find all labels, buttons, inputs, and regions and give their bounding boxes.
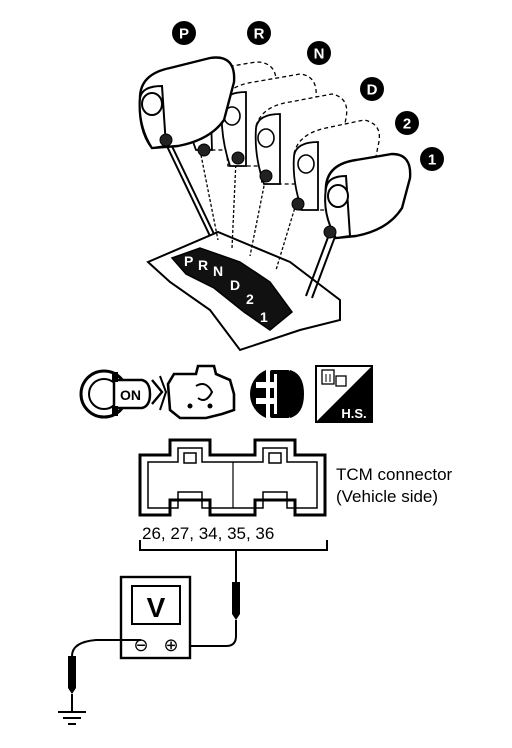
gate-letter-1: 1 (260, 309, 268, 325)
positive-probe (232, 582, 240, 620)
gate-letter-r: R (198, 257, 208, 273)
shift-position-2: 2 (403, 116, 411, 133)
shift-position-1: 1 (428, 152, 436, 169)
shift-position-markers: P R N D 2 1 (172, 21, 444, 171)
terminal-numbers: 26, 27, 34, 35, 36 (142, 524, 274, 543)
tcm-connector (138, 438, 327, 517)
ignition-on-label: ON (120, 387, 141, 403)
voltmeter-plus-terminal: ⊕ (163, 635, 178, 656)
terminal-bracket (139, 540, 328, 551)
voltmeter-unit: V (147, 592, 166, 623)
ground-symbol (58, 711, 86, 725)
gate-letter-n: N (213, 263, 223, 279)
shift-position-r: R (254, 26, 265, 43)
tcm-connector-subtitle: (Vehicle side) (336, 487, 438, 506)
gate-letter-p: P (184, 253, 193, 269)
ignition-key-icon: ON (79, 369, 152, 419)
voltmeter-display (131, 585, 181, 625)
harness-side-icon: H.S. (315, 365, 373, 423)
disconnected-connector-icon (250, 370, 304, 418)
engine-stopped-icon (151, 364, 236, 420)
gate-indicator-strip (170, 247, 294, 331)
shift-lever-assembly: P R N D 2 1 (138, 21, 444, 352)
shift-position-p: P (179, 26, 189, 43)
negative-probe (68, 656, 76, 694)
tcm-connector-title: TCM connector (336, 465, 453, 484)
gate-letter-2: 2 (246, 291, 254, 307)
shift-position-n: N (314, 46, 325, 63)
harness-side-label: H.S. (341, 406, 366, 421)
shift-position-d: D (367, 82, 378, 99)
voltmeter-minus-terminal: ⊖ (133, 635, 148, 656)
gate-letter-d: D (230, 277, 240, 293)
